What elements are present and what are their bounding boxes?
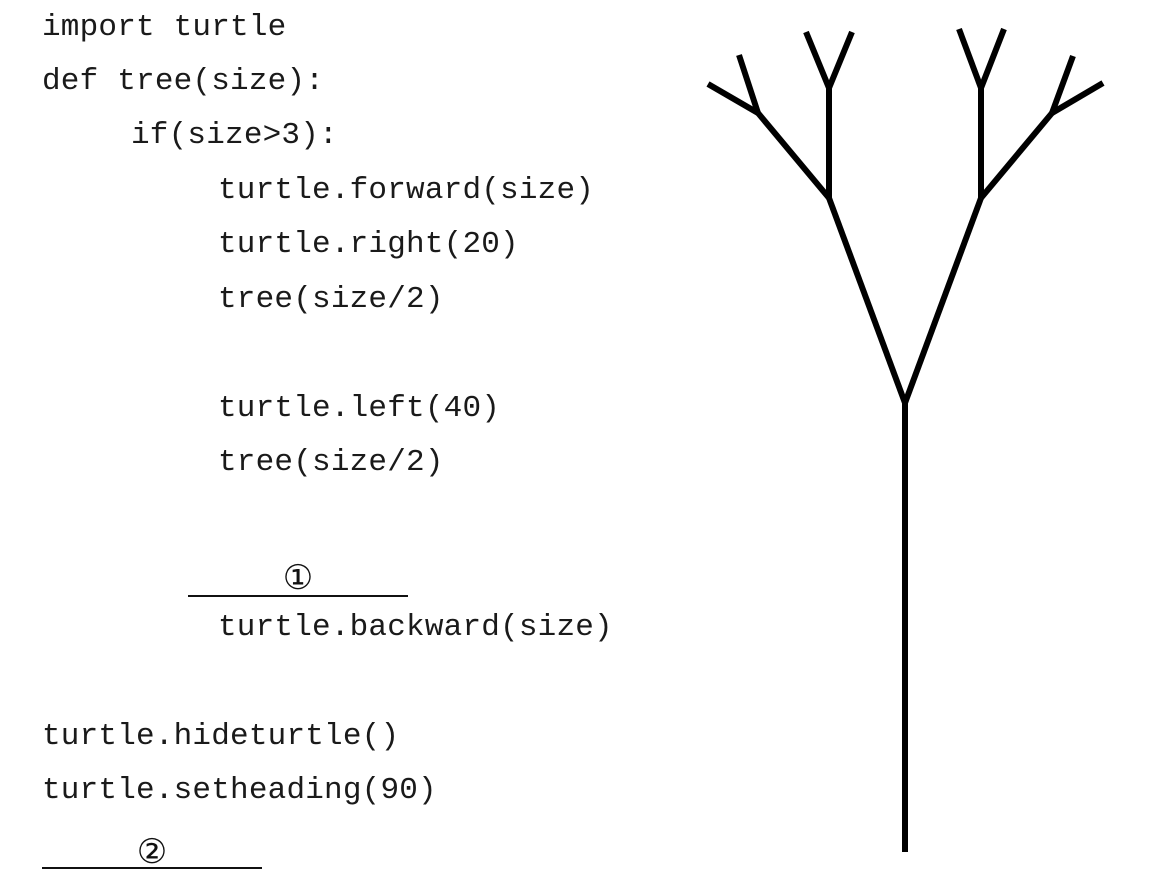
blank-2-line	[42, 867, 262, 869]
tree-twig-8	[1050, 80, 1105, 116]
blank-1-label: ①	[282, 558, 314, 598]
code-line-right: turtle.right(20)	[218, 227, 519, 262]
code-line-forward: turtle.forward(size)	[218, 173, 595, 208]
tree-branch-left	[826, 196, 908, 405]
tree-twig-2	[736, 54, 761, 114]
tree-twig-5	[956, 27, 984, 90]
tree-branch-left-outer	[755, 111, 832, 200]
code-line-def-tree: def tree(size):	[42, 64, 325, 99]
code-line-tree-call-1: tree(size/2)	[218, 282, 444, 317]
code-line-backward: turtle.backward(size)	[218, 610, 613, 645]
code-line-if: if(size>3):	[131, 118, 338, 153]
tree-twig-6	[978, 27, 1007, 90]
tree-twig-4	[826, 30, 855, 90]
code-line-tree-call-2: tree(size/2)	[218, 445, 444, 480]
blank-1-line	[188, 595, 408, 597]
tree-twig-7	[1049, 54, 1076, 115]
blank-2-label: ②	[136, 832, 168, 872]
code-line-left: turtle.left(40)	[218, 391, 501, 426]
tree-twig-1	[706, 81, 760, 116]
code-line-hideturtle: turtle.hideturtle()	[42, 719, 400, 754]
tree-twig-3	[803, 30, 832, 90]
tree-branch-right-outer	[978, 111, 1055, 200]
tree-branch-right	[902, 196, 984, 405]
code-line-import: import turtle	[42, 10, 287, 45]
code-line-setheading: turtle.setheading(90)	[42, 773, 437, 808]
